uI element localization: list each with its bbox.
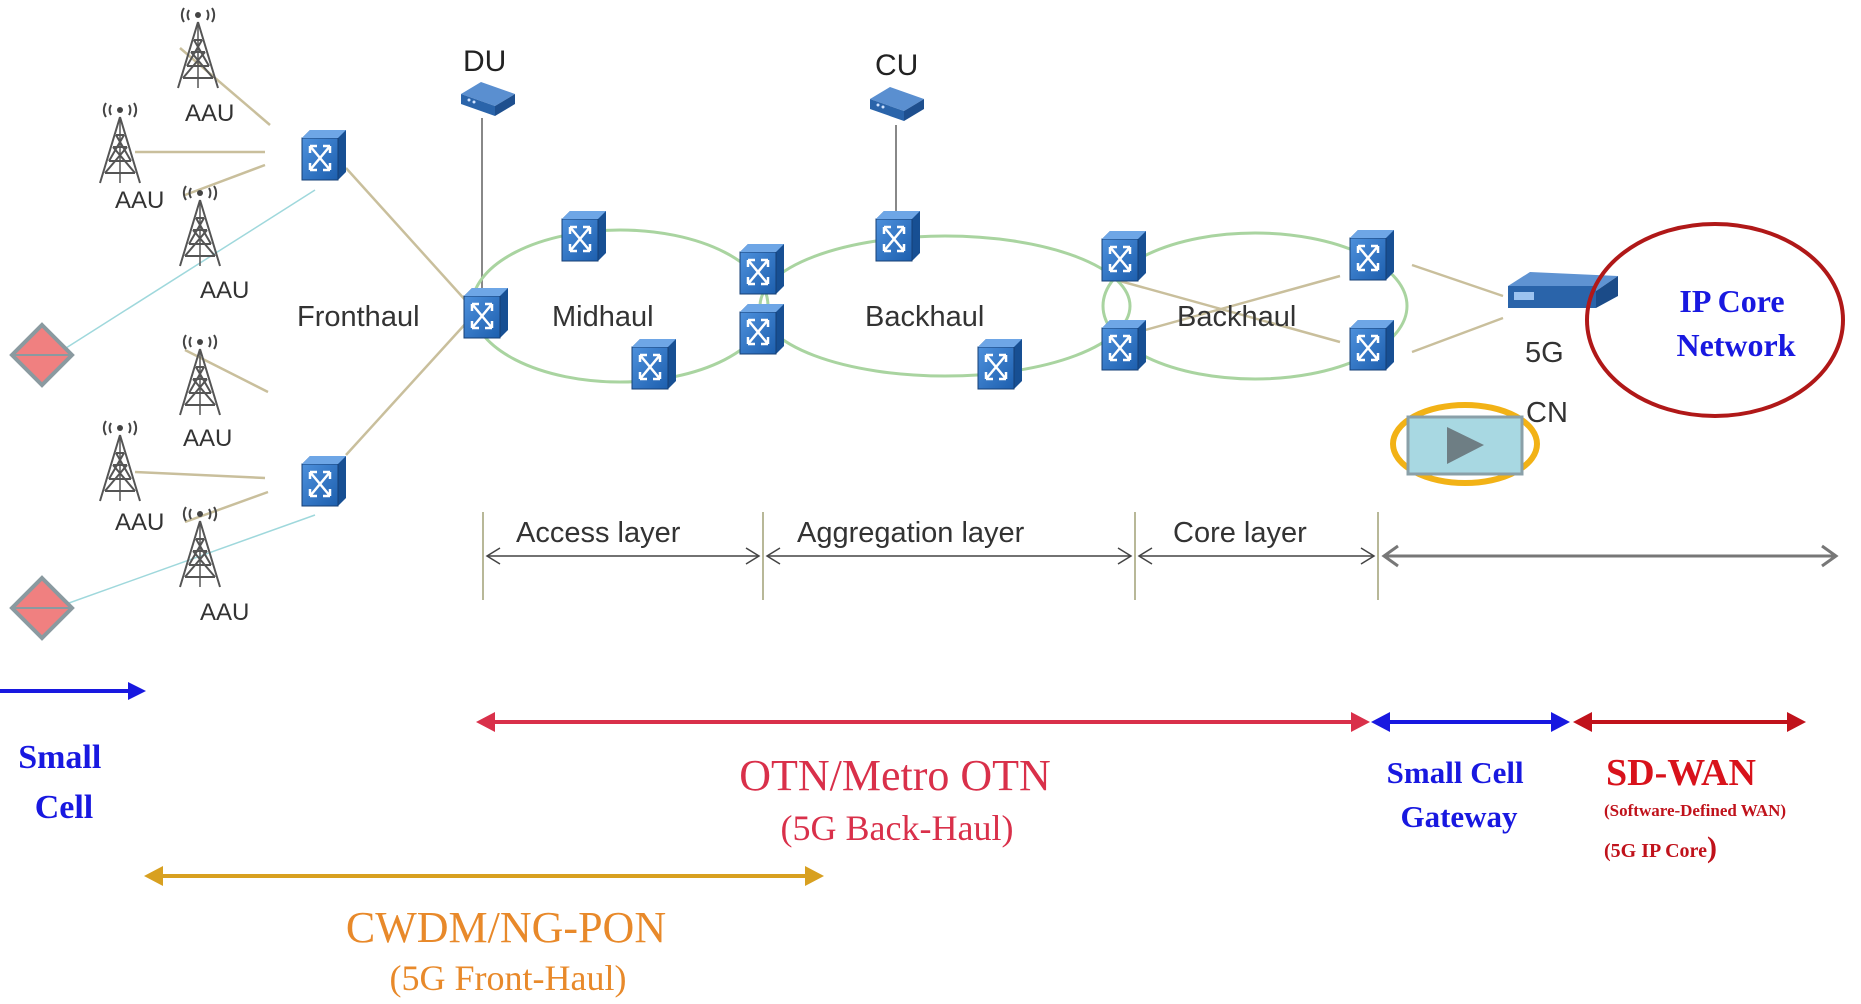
aau-label: AAU (183, 425, 232, 452)
small-cell-icon (10, 323, 74, 387)
fronthaul-label: Fronthaul (297, 301, 420, 333)
tower-icon (99, 102, 141, 184)
aau-label: AAU (185, 100, 234, 127)
switch-icon (738, 242, 786, 296)
sdwan-arrow (1573, 712, 1806, 732)
switch-icon (462, 286, 510, 340)
switch-icon (300, 128, 348, 182)
otn-arrow (476, 712, 1370, 732)
cn-5g-label: 5G (1525, 337, 1564, 369)
du-label: DU (463, 45, 506, 78)
tower-icon (177, 7, 219, 89)
backhaul-label: Backhaul (865, 301, 984, 333)
server-icon (1508, 272, 1618, 308)
ip-core-label: IP Core Network (1676, 283, 1795, 363)
backhaul-ring-2 (1101, 231, 1409, 381)
backhaul-label: Backhaul (1177, 301, 1296, 333)
cwdm-arrow (144, 866, 824, 886)
tower-icon (99, 420, 141, 502)
aggregation-layer-label: Aggregation layer (797, 517, 1025, 549)
aau-label: AAU (115, 187, 164, 214)
cu-label: CU (875, 49, 918, 82)
access-layer-label: Access layer (516, 517, 681, 549)
switch-icon (630, 337, 678, 391)
tower-icon (179, 506, 221, 588)
switch-icon (1100, 318, 1148, 372)
switch-icon (1100, 229, 1148, 283)
layer-dividers (482, 512, 1379, 600)
router-icon (870, 87, 924, 121)
switch-icon (300, 454, 348, 508)
tower-icon (179, 185, 221, 267)
small-cell-arrow (0, 682, 146, 700)
cwdm-label: CWDM/NG-PON (5G Front-Haul) (346, 903, 670, 998)
rings (470, 228, 1409, 384)
switch-icon (976, 337, 1024, 391)
small-cell-icon (10, 576, 74, 640)
play-icon (1447, 427, 1484, 464)
switch-icon (1348, 318, 1396, 372)
core-layer-label: Core layer (1173, 517, 1307, 549)
aau-label: AAU (200, 599, 249, 626)
tower-icon (179, 334, 221, 416)
ip-core-boundary (1585, 222, 1845, 418)
gateway-label: Small Cell Gateway (1387, 755, 1532, 834)
switch-icon (874, 209, 922, 263)
core-network-arrow (1381, 544, 1839, 568)
aau-label: AAU (115, 509, 164, 536)
du-cu-links (481, 118, 897, 292)
cn-label: CN (1526, 397, 1568, 429)
play-button[interactable] (1390, 402, 1540, 486)
sdwan-title: SD-WAN (1606, 752, 1756, 794)
layer-arrows (485, 547, 1376, 565)
sdwan-ip-core: (5G IP Core) (1604, 831, 1717, 864)
small-cell-links (54, 189, 316, 609)
router-icon (461, 82, 515, 116)
access-links (134, 47, 1504, 524)
switch-icon (738, 302, 786, 356)
otn-label: OTN/Metro OTN (5G Back-Haul) (739, 751, 1055, 848)
sdwan-subtitle: (Software-Defined WAN) (1604, 801, 1786, 820)
gateway-arrow (1371, 712, 1570, 732)
switch-icon (1348, 228, 1396, 282)
small-cell-label: Small Cell (18, 739, 110, 826)
midhaul-label: Midhaul (552, 301, 654, 333)
switch-icon (560, 209, 608, 263)
aau-label: AAU (200, 277, 249, 304)
